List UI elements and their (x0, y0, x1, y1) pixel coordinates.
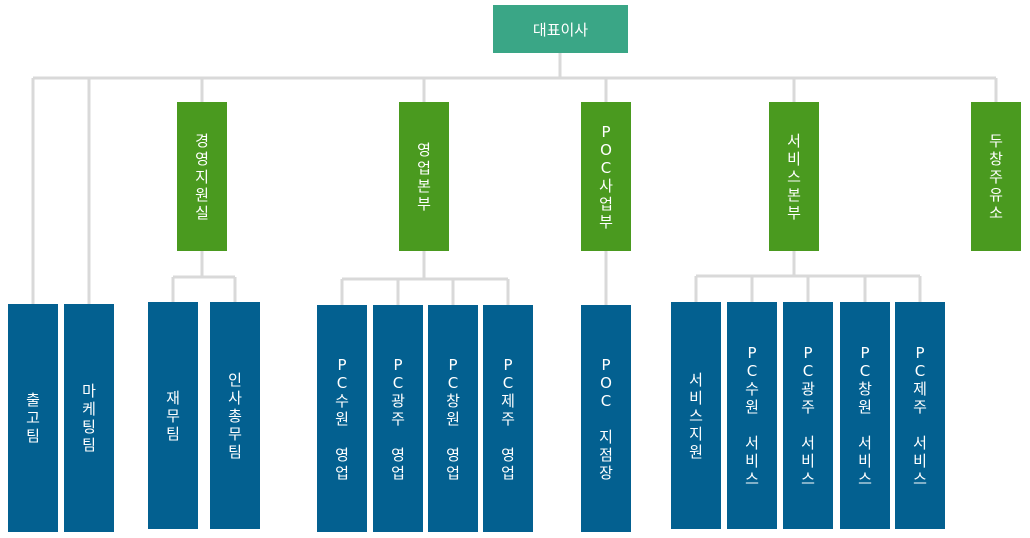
dept-refinery: 두창주유소두창주유소 (971, 102, 1021, 251)
team-text: 재무팀 (148, 302, 149, 303)
team-logistics: 출고팀출고팀 (8, 304, 58, 532)
ceo-label: 대표이사 (532, 20, 589, 39)
dept-sales: 영업본부영업본부 (399, 102, 449, 251)
dept-service: 서비스본부서비스본부 (769, 102, 819, 251)
dept-mgmt: 경영지원실경영지원실 (177, 102, 227, 251)
team-poc-branch: POC 지점장 POC 지점장 (581, 305, 631, 532)
team-hr: 인사총무팀인사총무팀 (210, 302, 260, 529)
team-service-support: 서비스지원서비스지원 (671, 302, 721, 529)
team-text: POC 지점장 (581, 305, 582, 306)
team-marketing: 마케팅팀마케팅팀 (64, 304, 114, 532)
ceo-box: 대표이사 (493, 5, 628, 53)
team-text: 출고팀 (8, 304, 9, 305)
team-finance: 재무팀재무팀 (148, 302, 198, 529)
